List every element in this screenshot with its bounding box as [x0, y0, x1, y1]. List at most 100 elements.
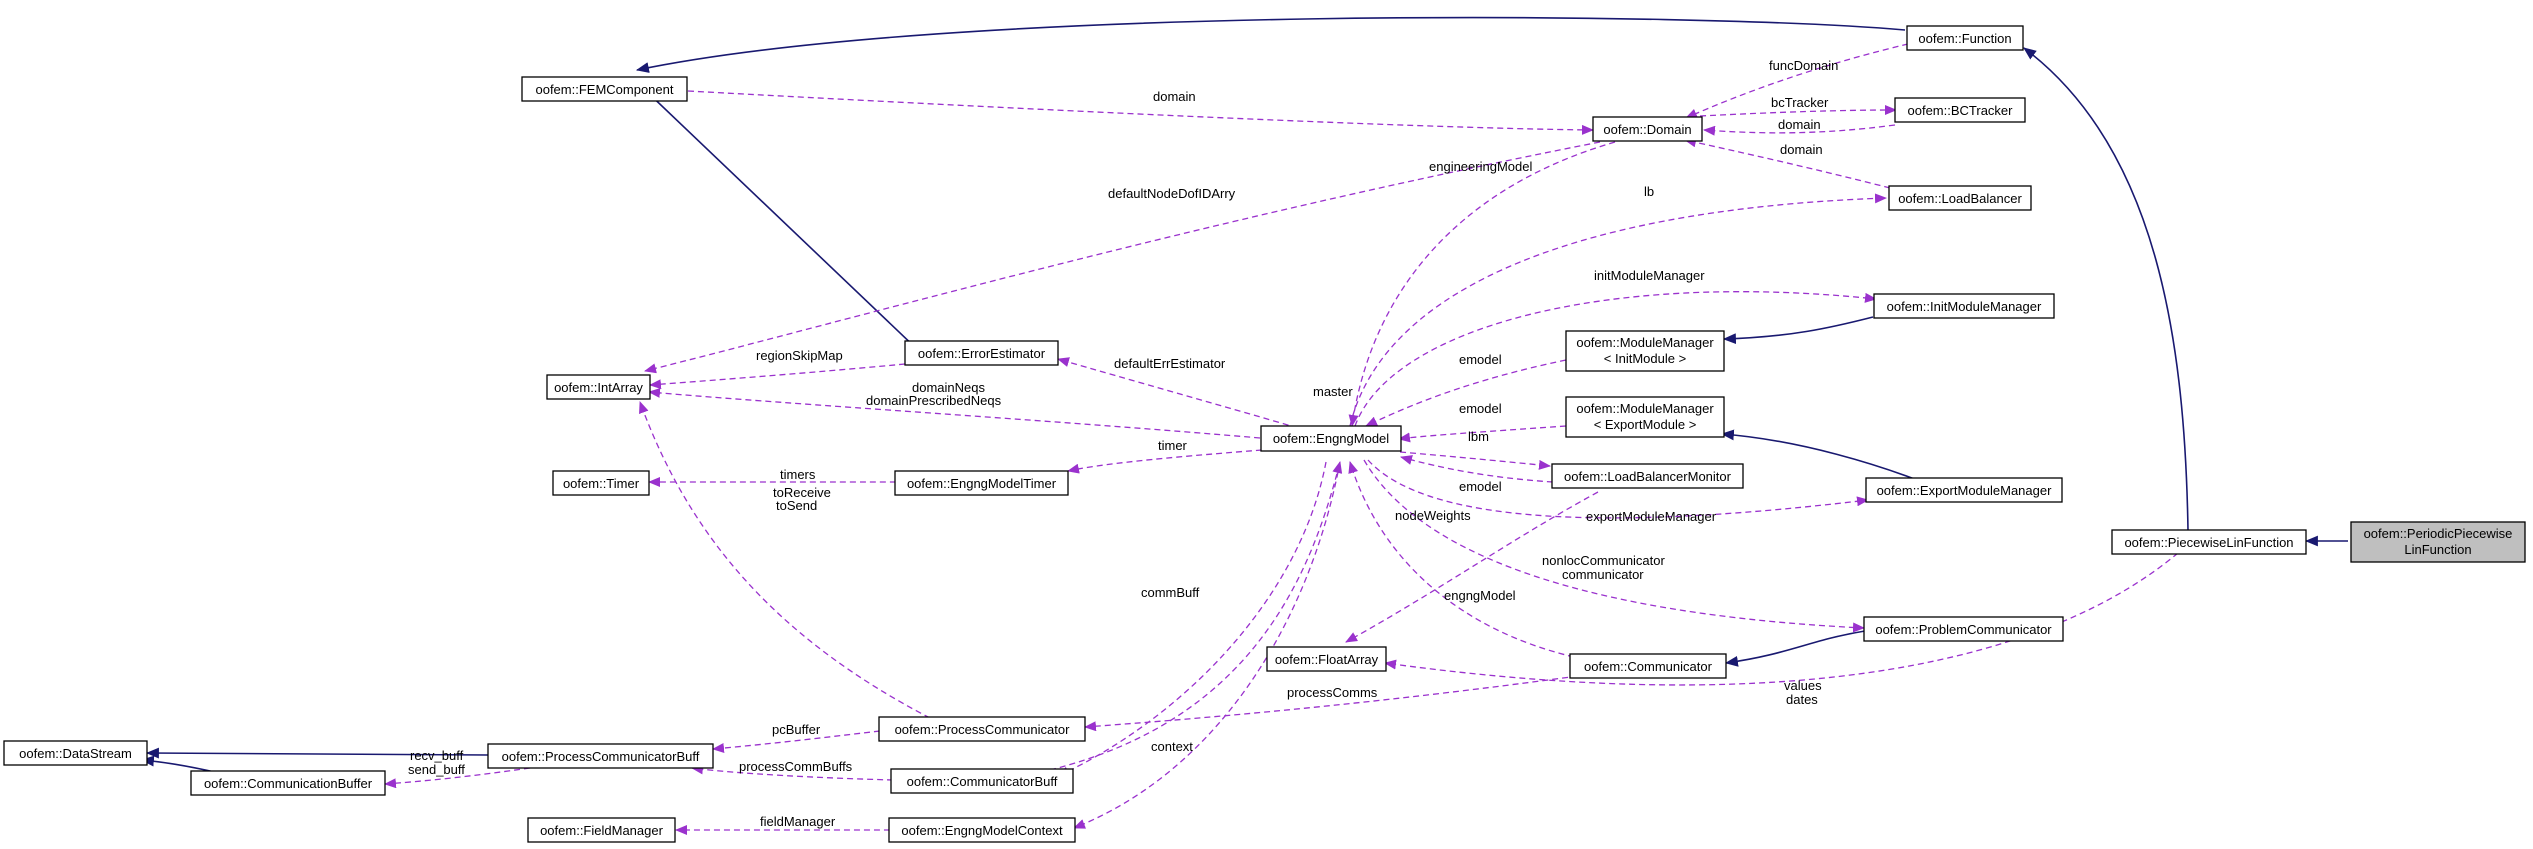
label-to-send: toSend: [776, 498, 817, 513]
label-init-module-manager: initModuleManager: [1594, 268, 1705, 283]
edge-errorestimator-to-femcomponent: [641, 86, 921, 353]
node-piecewise-lin-function[interactable]: oofem::PiecewiseLinFunction: [2111, 529, 2307, 555]
label-process-comm-buffs: processCommBuffs: [739, 759, 853, 774]
node-periodic-piecewise-lin-function[interactable]: oofem::PeriodicPiecewise LinFunction: [2350, 521, 2526, 563]
label-to-receive: toReceive: [773, 485, 831, 500]
nodes: oofem::FEMComponent oofem::Function oofe…: [3, 25, 2526, 843]
node-label: oofem::ProblemCommunicator: [1875, 622, 2052, 637]
node-float-array[interactable]: oofem::FloatArray: [1266, 646, 1387, 672]
edge-processcommbuff-to-datastream: [145, 747, 489, 759]
node-export-module-manager[interactable]: oofem::ExportModuleManager: [1865, 477, 2063, 503]
node-label: oofem::ExportModuleManager: [1877, 483, 2053, 498]
label-emodel-export: emodel: [1459, 401, 1502, 416]
node-error-estimator[interactable]: oofem::ErrorEstimator: [904, 340, 1059, 366]
label-domain: domain: [1153, 89, 1196, 104]
node-init-module-manager[interactable]: oofem::InitModuleManager: [1873, 293, 2055, 319]
label-engineering-model: engineeringModel: [1429, 159, 1532, 174]
label-engng-model: engngModel: [1444, 588, 1516, 603]
label-dates: dates: [1786, 692, 1818, 707]
inheritance-edges: [140, 16, 2348, 782]
edge-engngmodel-loadbalancer: [1349, 193, 1887, 427]
node-communicator-buff[interactable]: oofem::CommunicatorBuff: [890, 768, 1074, 794]
node-label: oofem::Domain: [1603, 122, 1691, 137]
node-label: oofem::ProcessCommunicator: [895, 722, 1071, 737]
label-domain-prescribed-neqs: domainPrescribedNeqs: [866, 393, 1002, 408]
node-load-balancer-monitor[interactable]: oofem::LoadBalancerMonitor: [1551, 463, 1744, 489]
edge-piecewiselin-to-function: [2023, 47, 2189, 531]
node-label-line-2: < ExportModule >: [1594, 417, 1697, 432]
edge-domain-bctracker: [1699, 105, 1897, 117]
node-module-manager-init[interactable]: oofem::ModuleManager < InitModule >: [1565, 330, 1725, 372]
edge-function-to-femcomponent: [635, 16, 1906, 73]
usage-edges: [384, 43, 2179, 835]
node-process-communicator-buff[interactable]: oofem::ProcessCommunicatorBuff: [487, 743, 714, 769]
edge-engngmodel-problemcommunicator: [1363, 459, 1865, 633]
edge-piecewiselin-floatarray: [1384, 552, 2179, 686]
node-label-line-1: oofem::ModuleManager: [1576, 335, 1714, 350]
node-label-line-1: oofem::ModuleManager: [1576, 401, 1714, 416]
node-problem-communicator[interactable]: oofem::ProblemCommunicator: [1863, 616, 2064, 642]
label-communicator: communicator: [1562, 567, 1644, 582]
node-label: oofem::EngngModelTimer: [907, 476, 1057, 491]
edge-engngmodel-intarray: [648, 387, 1261, 439]
node-engng-model[interactable]: oofem::EngngModel: [1260, 425, 1402, 452]
edge-femcomponent-domain: [687, 90, 1594, 135]
edge-communicatorbuff-engngmodel: [1049, 461, 1343, 771]
label-comm-buff: commBuff: [1141, 585, 1200, 600]
node-load-balancer[interactable]: oofem::LoadBalancer: [1888, 185, 2032, 211]
edge-problemcommunicator-to-communicator: [1724, 630, 1866, 667]
node-int-array[interactable]: oofem::IntArray: [546, 374, 651, 400]
label-master: master: [1313, 384, 1353, 399]
node-bc-tracker[interactable]: oofem::BCTracker: [1894, 97, 2026, 123]
node-fem-component[interactable]: oofem::FEMComponent: [521, 76, 688, 102]
edge-engngmodel-initmodulemanager: [1354, 291, 1877, 427]
node-timer[interactable]: oofem::Timer: [552, 470, 650, 496]
label-export-module-manager: exportModuleManager: [1586, 509, 1717, 524]
label-timer: timer: [1158, 438, 1188, 453]
edge-initmodulemanager-to-modulemanager: [1722, 316, 1874, 345]
node-label: oofem::FEMComponent: [535, 82, 673, 97]
label-region-skip-map: regionSkipMap: [756, 348, 843, 363]
edge-engngmodel-communicatorbuff: [1057, 461, 1327, 777]
label-node-weights: nodeWeights: [1395, 508, 1471, 523]
label-default-node-dof-id-arry: defaultNodeDofIDArry: [1108, 186, 1236, 201]
label-recv-buff: recv_buff: [410, 748, 464, 763]
node-engng-model-context[interactable]: oofem::EngngModelContext: [888, 817, 1076, 843]
label-process-comms: processComms: [1287, 685, 1378, 700]
node-module-manager-export[interactable]: oofem::ModuleManager < ExportModule >: [1565, 396, 1725, 438]
node-field-manager[interactable]: oofem::FieldManager: [527, 817, 676, 843]
node-function[interactable]: oofem::Function: [1906, 25, 2024, 51]
edge-domain-intarray: [644, 141, 1601, 374]
label-field-manager: fieldManager: [760, 814, 836, 829]
edge-domain-engngmodel: [1348, 141, 1616, 427]
node-label: oofem::ProcessCommunicatorBuff: [502, 749, 700, 764]
edge-lbm-engngmodel: [1400, 455, 1554, 483]
node-label: oofem::EngngModelContext: [901, 823, 1063, 838]
node-communication-buffer[interactable]: oofem::CommunicationBuffer: [190, 770, 386, 796]
node-domain[interactable]: oofem::Domain: [1592, 116, 1703, 142]
label-values: values: [1784, 678, 1822, 693]
label-context: context: [1151, 739, 1193, 754]
label-send-buff: send_buff: [408, 762, 465, 777]
node-label: oofem::ErrorEstimator: [918, 346, 1046, 361]
label-lbm: lbm: [1468, 429, 1489, 444]
node-communicator[interactable]: oofem::Communicator: [1569, 653, 1727, 679]
node-label: oofem::Communicator: [1584, 659, 1713, 674]
edge-initmodule-mm-engngmodel: [1365, 359, 1567, 427]
edge-communicator-engngmodel: [1348, 461, 1575, 658]
node-process-communicator[interactable]: oofem::ProcessCommunicator: [878, 716, 1086, 742]
edge-engngmodel-errorestimator: [1057, 357, 1299, 429]
node-label: oofem::BCTracker: [1908, 103, 2014, 118]
node-data-stream[interactable]: oofem::DataStream: [3, 740, 148, 766]
node-label: oofem::DataStream: [19, 746, 132, 761]
label-lb-domain: domain: [1780, 142, 1823, 157]
label-nonloc-communicator: nonlocCommunicator: [1542, 553, 1666, 568]
edge-engngmodel-engngmodelcontext: [1073, 461, 1341, 829]
edge-processcommunicator-intarray: [639, 401, 931, 719]
label-emodel-init: emodel: [1459, 352, 1502, 367]
node-label: oofem::Function: [1918, 31, 2011, 46]
label-lb: lb: [1644, 184, 1654, 199]
label-domain-neqs: domainNeqs: [912, 380, 985, 395]
node-engng-model-timer[interactable]: oofem::EngngModelTimer: [894, 470, 1069, 496]
edge-communicatorbuff-processcommbuff: [691, 764, 894, 781]
